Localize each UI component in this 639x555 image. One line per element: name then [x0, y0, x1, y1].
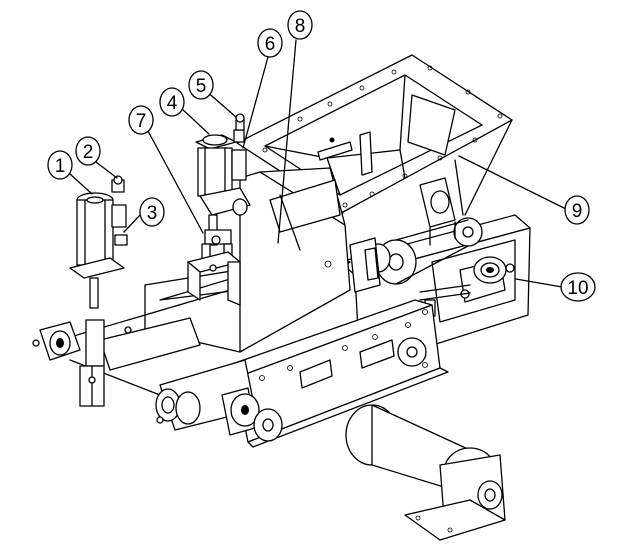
- cylinder-4: [195, 113, 251, 246]
- callout-4: 4: [159, 87, 185, 117]
- motor: [345, 404, 506, 541]
- conveyor-frame: [32, 219, 469, 448]
- callout-2: 2: [75, 136, 101, 166]
- callout-3: 3: [139, 197, 165, 227]
- callout-1: 1: [47, 150, 73, 180]
- cover-plate: [239, 167, 381, 353]
- callout-label: 3: [147, 203, 158, 224]
- callout-label: 6: [265, 34, 276, 55]
- callout-7: 7: [128, 105, 154, 135]
- gripper: [187, 229, 241, 306]
- callout-8: 8: [287, 10, 313, 40]
- callout-10: 10: [560, 272, 596, 302]
- callout-label: 7: [136, 111, 147, 132]
- leader-lines: [69, 39, 567, 288]
- callout-label: 9: [572, 201, 583, 222]
- callout-label: 4: [167, 93, 178, 114]
- callout-label: 10: [567, 278, 588, 299]
- callout-9: 9: [564, 195, 590, 225]
- callout-label: 8: [295, 16, 306, 37]
- callout-label: 1: [55, 156, 66, 177]
- callout-5: 5: [188, 70, 214, 100]
- callout-6: 6: [257, 28, 283, 58]
- callout-label: 2: [83, 142, 94, 163]
- callout-label: 5: [196, 76, 207, 97]
- callouts: 1 2 3 4 5 6 7 8: [47, 10, 596, 302]
- cylinder-1: [69, 175, 128, 407]
